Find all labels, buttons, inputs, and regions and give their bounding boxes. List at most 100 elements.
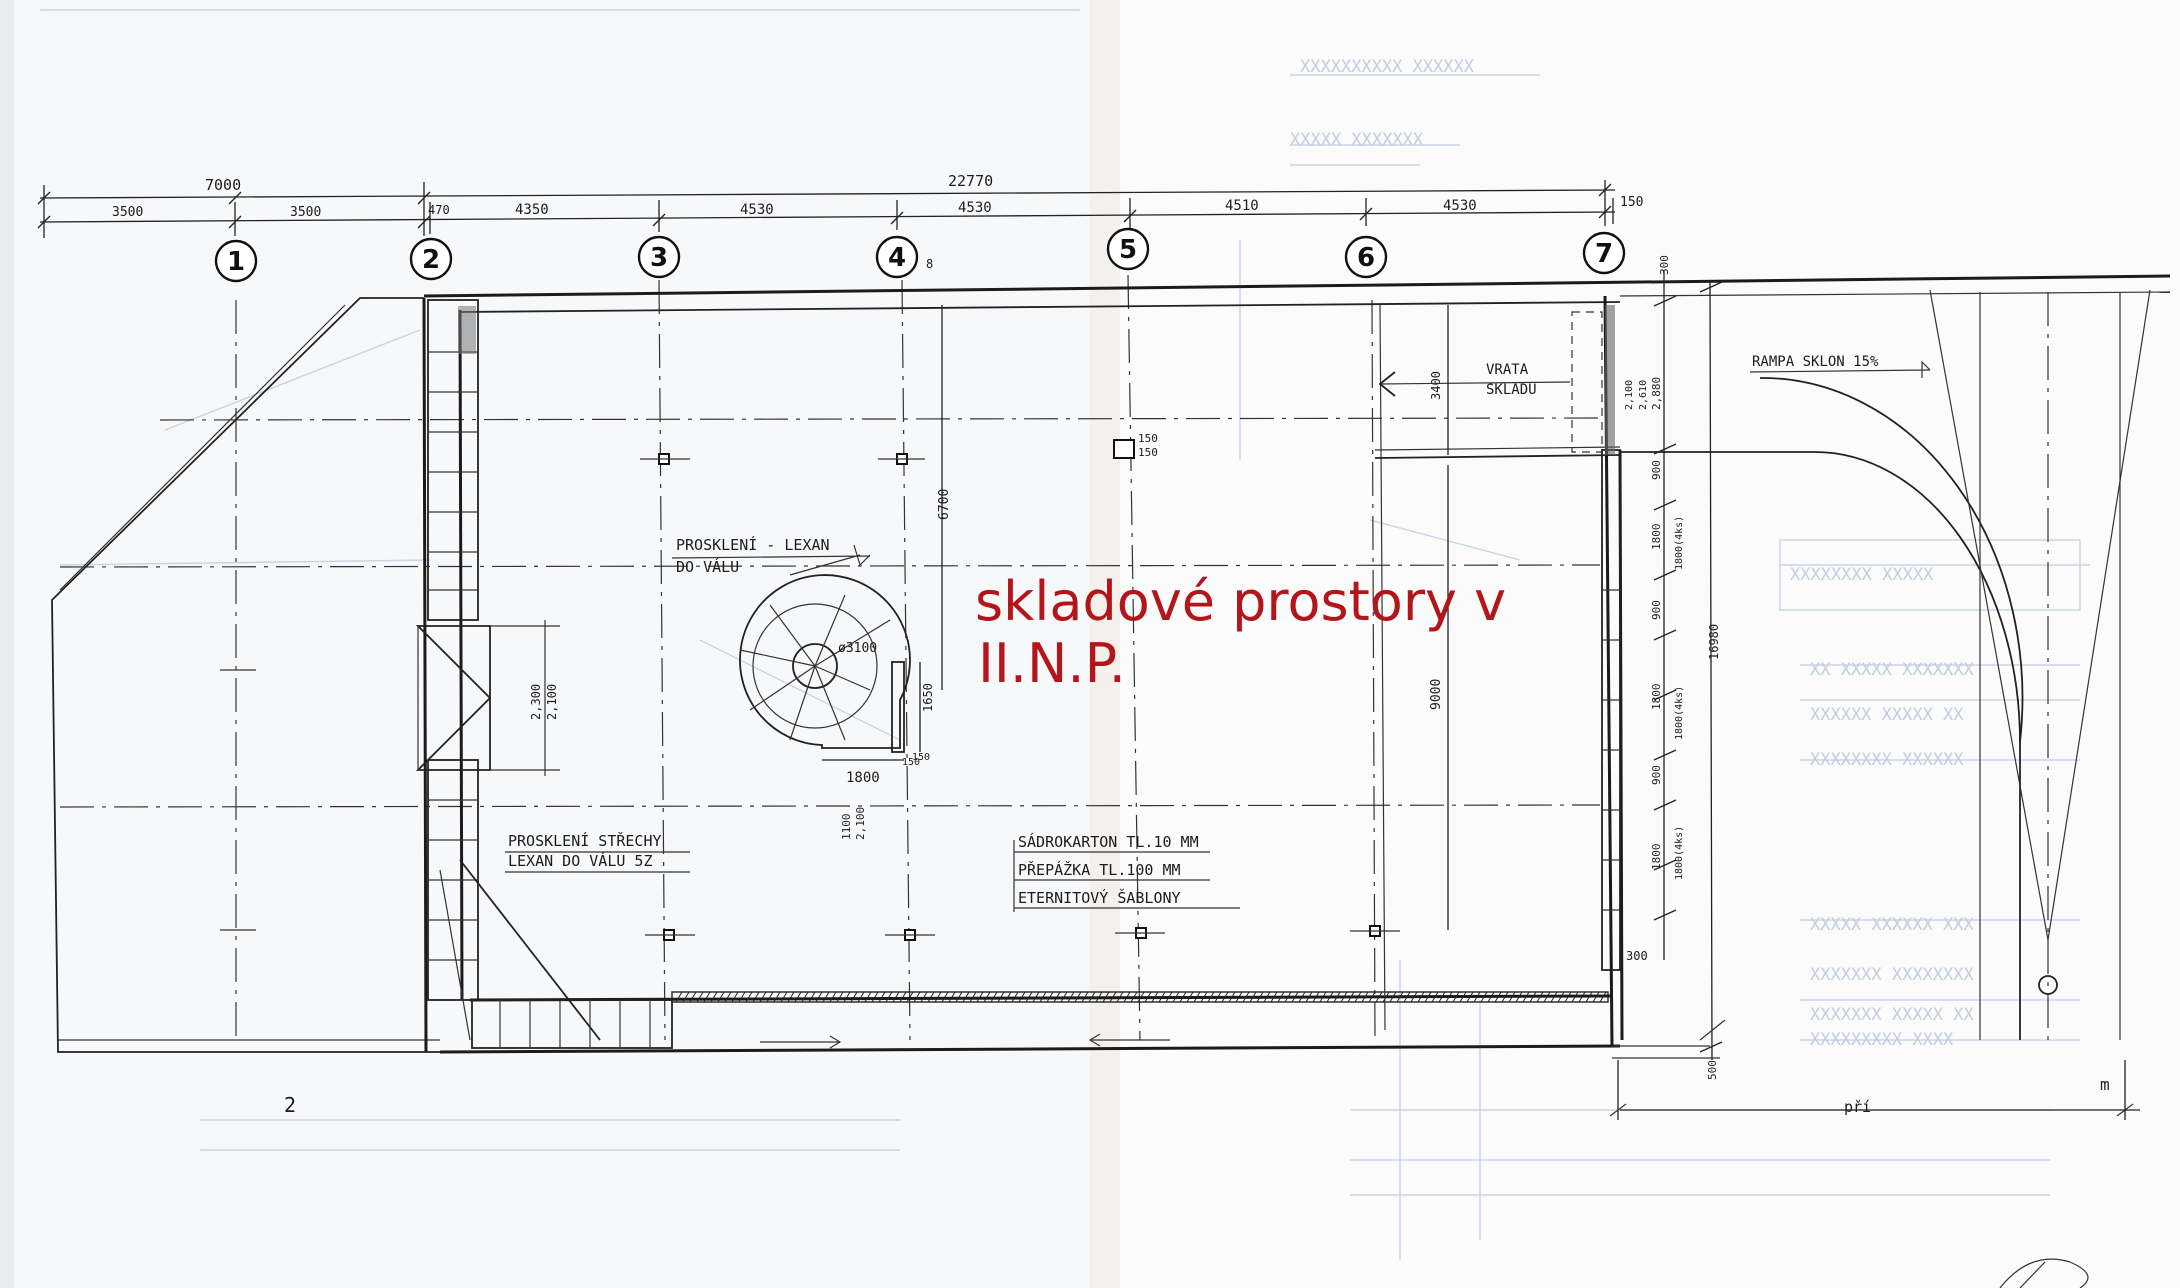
overlay-title: skladové prostory v II.N.P. xyxy=(975,570,1506,695)
dim-seg-5: 4530 xyxy=(740,202,774,218)
bleed-through-lines: XXXXXXXXXX XXXXXX XXXXX XXXXXXX XXXXXXXX… xyxy=(40,9,2090,1260)
svg-text:7: 7 xyxy=(1595,239,1613,269)
stair-small-b: 150 xyxy=(912,752,930,763)
gate-note-1: VRATA xyxy=(1486,362,1529,378)
dim-seg-8: 4530 xyxy=(1443,198,1477,214)
svg-text:XXXXXXXX XXXXX: XXXXXXXX XXXXX xyxy=(1790,565,1934,585)
wall-note-2: PŘEPÁŽKA TL.100 MM xyxy=(1018,860,1181,879)
axis-bubbles: 1 2 3 4 5 6 7 xyxy=(214,227,1626,283)
dim-right-h2: 1800(4ks) xyxy=(1674,686,1685,740)
axis-bubble-6: 6 xyxy=(1344,235,1388,279)
dim-door-a: 2,300 xyxy=(529,684,543,720)
svg-text:XXXXX XXXXXX XXX: XXXXX XXXXXX XXX xyxy=(1810,915,1975,935)
axis-bubble-2: 2 xyxy=(409,237,453,281)
svg-text:XXXXXXXXX XXXX: XXXXXXXXX XXXX xyxy=(1810,1030,1954,1050)
dim-right-i: 900 xyxy=(1650,765,1663,785)
right-dimension-chain: 300 2,880 2,610 2,100 900 1800 1800(4ks)… xyxy=(1624,255,1723,1080)
dim-vertical-2: 3400 xyxy=(1429,371,1443,400)
svg-text:3: 3 xyxy=(650,243,668,273)
spiral-stair: ø3100 1800 1650 150 150 xyxy=(739,544,935,786)
dim-seg-3: 470 xyxy=(428,203,450,217)
svg-text:XXXXXXXX XXXXXX: XXXXXXXX XXXXXX xyxy=(1810,750,1964,770)
bottom-annotations: pří m 2 xyxy=(284,1019,2140,1288)
dim-overall-left: 7000 xyxy=(205,176,241,194)
axis-bubble-5: 5 xyxy=(1106,227,1150,271)
svg-text:XXXXXXX XXXXX XX: XXXXXXX XXXXX XX xyxy=(1810,1005,1975,1025)
wall-note-1: SÁDROKARTON TL.10 MM xyxy=(1018,832,1199,851)
stair-note-2: DO VÁLU xyxy=(676,557,739,576)
dim-door2-a: 1100 xyxy=(840,814,853,841)
dim-right-e: 900 xyxy=(1650,460,1663,480)
wall-note-3: ETERNITOVÝ ŠABLONY xyxy=(1018,888,1181,907)
dim-seg-2: 3500 xyxy=(290,205,321,220)
dim-right-total: 16980 xyxy=(1707,624,1721,660)
bottom-partition-hatch xyxy=(671,991,1609,1003)
left-glazing-band xyxy=(415,299,673,1049)
roof-glazing-note: PROSKLENÍ STŘECHY LEXAN DO VÁLU 5Z xyxy=(505,831,690,873)
svg-text:XXXXXXXXXX XXXXXX: XXXXXXXXXX XXXXXX xyxy=(1300,57,1475,77)
axis-bubble-1: 1 xyxy=(214,239,258,283)
dim-seg-1: 3500 xyxy=(112,205,143,220)
right-window-strip xyxy=(1601,305,1621,971)
dim-overall-main: 22770 xyxy=(948,172,993,190)
dim-right-j2: 1800(4ks) xyxy=(1674,826,1685,880)
corner-mark-left: 2 xyxy=(284,1093,296,1117)
col-dim-b: 150 xyxy=(1138,446,1158,459)
dim-door2-b: 2,100 xyxy=(854,807,867,840)
svg-text:4: 4 xyxy=(888,243,906,273)
dim-right-j: 1800 xyxy=(1650,844,1663,871)
dim-right-d: 2,100 xyxy=(1624,380,1635,410)
dim-right-a: 300 xyxy=(1658,255,1671,275)
stair-note-1: PROSKLENÍ - LEXAN xyxy=(676,535,830,554)
top-dimension-chain: 7000 22770 3500 3500 470 4350 4530 4530 … xyxy=(37,172,1643,238)
left-wing-outline xyxy=(51,297,440,1053)
dim-door-b: 2,100 xyxy=(545,684,559,720)
dim-seg-6: 4530 xyxy=(958,200,992,216)
dim-right-f2: 1800(4ks) xyxy=(1674,516,1685,570)
warehouse-gate: VRATA SKLADU xyxy=(1374,311,1621,459)
svg-text:2: 2 xyxy=(422,245,440,275)
paper-left-page xyxy=(0,0,1120,1288)
ramp-note: RAMPA SKLON 15% xyxy=(1752,354,1879,370)
title-line-1: skladové prostory v xyxy=(975,570,1506,633)
svg-text:XX XXXXX XXXXXXX: XX XXXXX XXXXXXX xyxy=(1810,660,1975,680)
roof-note-1: PROSKLENÍ STŘECHY xyxy=(508,831,662,850)
dim-seg-7: 4510 xyxy=(1225,198,1259,214)
dim-seg-4: 4350 xyxy=(515,202,549,218)
column-hatched xyxy=(1113,439,1135,459)
svg-text:XXXXXX XXXXX XX: XXXXXX XXXXX XX xyxy=(1810,705,1964,725)
dim-seg-9: 150 xyxy=(1620,195,1643,210)
svg-text:XXXXX XXXXXXX: XXXXX XXXXXXX xyxy=(1290,130,1424,150)
dim-right-b: 2,880 xyxy=(1650,377,1663,410)
ramp: RAMPA SKLON 15% xyxy=(1620,289,2151,1040)
gate-note-2: SKLADU xyxy=(1486,382,1537,398)
dim-right-h: 1800 xyxy=(1650,684,1663,711)
stair-height: 1650 xyxy=(921,683,935,712)
dim-right-g: 900 xyxy=(1650,600,1663,620)
svg-text:5: 5 xyxy=(1119,235,1137,265)
axis-bubble-3: 3 xyxy=(637,235,681,279)
svg-text:1: 1 xyxy=(227,247,245,277)
axis-bubble-7: 7 xyxy=(1582,231,1626,275)
corner-mark-right-2: m xyxy=(2100,1075,2110,1094)
dim-right-k: 300 xyxy=(1626,949,1648,963)
title-line-2: II.N.P. xyxy=(978,632,1126,695)
stair-width: 1800 xyxy=(846,770,880,786)
columns: 150 150 8 xyxy=(220,257,1400,941)
dim-right-f: 1800 xyxy=(1650,524,1663,551)
roof-note-2: LEXAN DO VÁLU 5Z xyxy=(508,851,653,870)
dim-vertical-3: 9000 xyxy=(1429,679,1444,710)
col-dim-small: 8 xyxy=(926,257,933,271)
dim-vertical-1: 6700 xyxy=(937,489,952,520)
stair-diameter: ø3100 xyxy=(838,641,877,656)
paper-right-page xyxy=(1120,0,2180,1288)
paper-edge xyxy=(0,0,14,1288)
stair-glazing-note: PROSKLENÍ - LEXAN DO VÁLU xyxy=(671,535,871,576)
axis-bubble-4: 4 xyxy=(875,235,919,279)
stair-small-a: 150 xyxy=(902,757,920,768)
svg-text:XXXXXXX XXXXXXXX: XXXXXXX XXXXXXXX xyxy=(1810,965,1975,985)
inner-dimensions: 6700 3400 9000 2,300 2,100 1100 2,100 xyxy=(529,304,1449,1031)
dim-right-l: 500 xyxy=(1706,1060,1719,1080)
col-dim-a: 150 xyxy=(1138,432,1158,445)
